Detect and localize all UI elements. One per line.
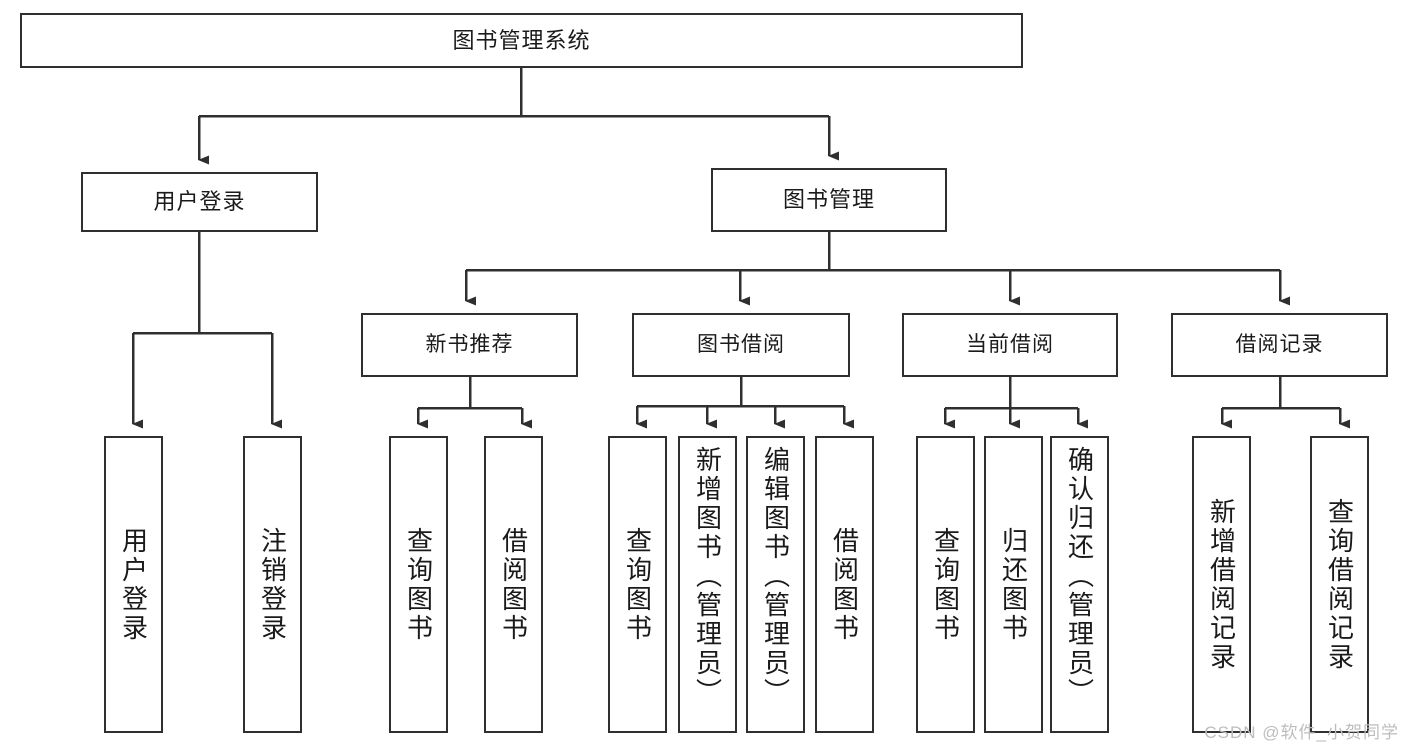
- node-label: 借阅记录: [1235, 332, 1324, 356]
- node-root-book-management-system[interactable]: 图书管理系统: [20, 13, 1023, 68]
- node-label: 确认归还（管理员）: [1064, 446, 1095, 707]
- node-label: 查询图书: [403, 526, 434, 643]
- node-label: 编辑图书（管理员）: [760, 446, 791, 707]
- node-leaf-add-borrow-record[interactable]: 新增借阅记录: [1192, 436, 1251, 733]
- node-label: 新增图书（管理员）: [692, 446, 723, 707]
- node-label: 图书管理系统: [452, 27, 591, 53]
- node-leaf-user-login[interactable]: 用户登录: [104, 436, 163, 733]
- node-leaf-return-book[interactable]: 归还图书: [984, 436, 1043, 733]
- node-label: 查询借阅记录: [1324, 497, 1355, 672]
- node-label: 新书推荐: [425, 332, 514, 356]
- node-label: 查询图书: [622, 526, 653, 643]
- node-label: 图书管理: [782, 187, 875, 213]
- node-book-borrow[interactable]: 图书借阅: [632, 313, 850, 377]
- node-label: 用户登录: [118, 526, 149, 643]
- node-label: 图书借阅: [697, 332, 785, 356]
- csdn-watermark: CSDN @软件_小贺同学: [1204, 723, 1399, 742]
- node-label: 查询图书: [930, 526, 961, 643]
- node-leaf-query-book-borrow[interactable]: 查询图书: [608, 436, 667, 733]
- node-leaf-logout[interactable]: 注销登录: [243, 436, 302, 733]
- node-current-borrow[interactable]: 当前借阅: [902, 313, 1118, 377]
- node-leaf-query-book-current[interactable]: 查询图书: [916, 436, 975, 733]
- node-label: 注销登录: [257, 526, 288, 643]
- node-label: 归还图书: [998, 526, 1029, 643]
- node-leaf-edit-book[interactable]: 编辑图书（管理员）: [746, 436, 805, 733]
- node-borrow-record[interactable]: 借阅记录: [1171, 313, 1388, 377]
- node-label: 新增借阅记录: [1206, 497, 1237, 672]
- node-user-login[interactable]: 用户登录: [81, 172, 318, 232]
- node-leaf-confirm-return[interactable]: 确认归还（管理员）: [1050, 436, 1109, 733]
- node-leaf-query-borrow-record[interactable]: 查询借阅记录: [1310, 436, 1369, 733]
- node-label: 借阅图书: [498, 526, 529, 643]
- node-label: 用户登录: [153, 189, 246, 215]
- node-leaf-borrow-book[interactable]: 借阅图书: [815, 436, 874, 733]
- node-book-manage[interactable]: 图书管理: [711, 168, 947, 232]
- node-leaf-query-book-recommend[interactable]: 查询图书: [389, 436, 448, 733]
- node-label: 当前借阅: [966, 332, 1054, 356]
- node-label: 借阅图书: [829, 526, 860, 643]
- node-leaf-add-book[interactable]: 新增图书（管理员）: [678, 436, 737, 733]
- node-leaf-borrow-book-recommend[interactable]: 借阅图书: [484, 436, 543, 733]
- node-new-book-recommend[interactable]: 新书推荐: [361, 313, 578, 377]
